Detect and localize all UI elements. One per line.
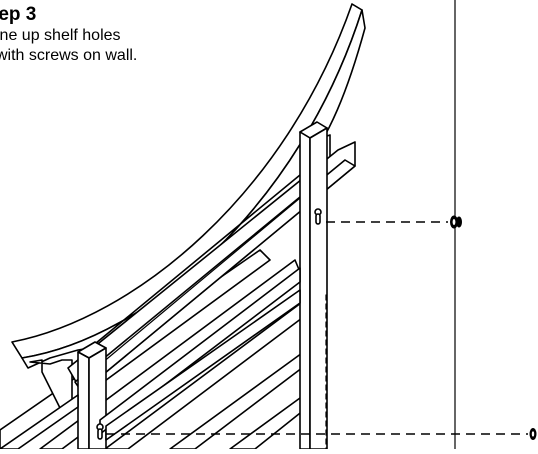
instruction-line-1: ine up shelf holes <box>0 27 121 44</box>
upper-keyhole-slot-icon <box>314 208 322 225</box>
upper-screw-icon <box>450 215 462 229</box>
lower-screw-icon <box>529 428 537 440</box>
lower-keyhole-slot-icon <box>96 423 104 440</box>
instruction-caption: tep 3 ine up shelf holes with screws on … <box>0 4 240 66</box>
right-post <box>299 121 328 450</box>
step-heading: tep 3 <box>0 4 37 25</box>
instruction-line-2: with screws on wall. <box>0 47 138 64</box>
